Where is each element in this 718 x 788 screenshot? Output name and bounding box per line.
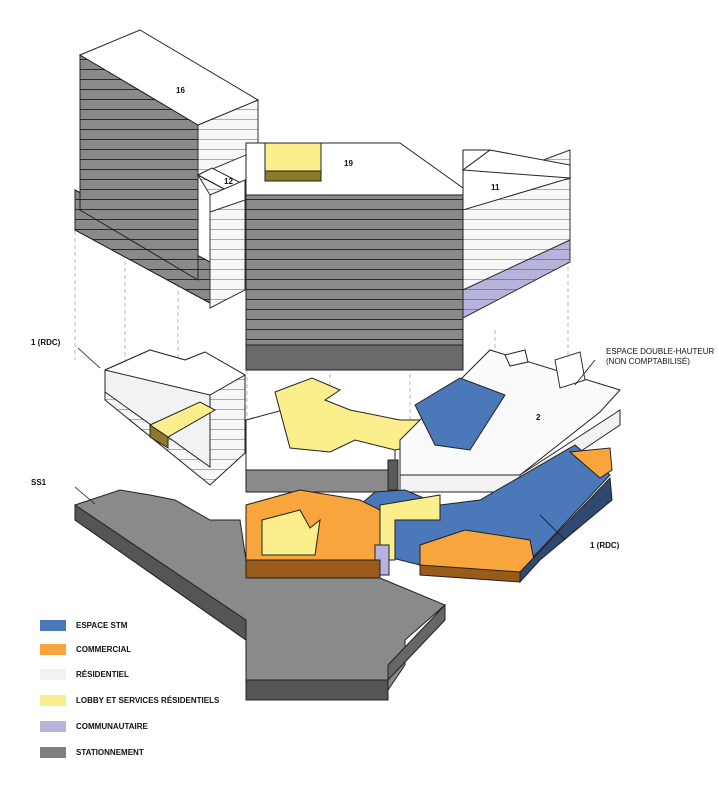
level-rdc-right: [245, 444, 613, 584]
label-tower-11: 11: [491, 183, 500, 192]
tower-11: [461, 149, 572, 319]
legend-label-residential: RÉSIDENTIEL: [76, 669, 129, 679]
legend-label-lobby: LOBBY ET SERVICES RÉSIDENTIELS: [76, 695, 220, 705]
legend-item-residential: RÉSIDENTIEL: [40, 667, 129, 681]
label-level-2: 2: [536, 413, 541, 422]
tower-19: [245, 142, 464, 371]
legend-label-stm: ESPACE STM: [76, 620, 128, 630]
tower-16: [74, 29, 260, 309]
swatch-community: [40, 720, 66, 732]
legend-item-community: COMMUNAUTAIRE: [40, 719, 148, 733]
level-rdc-center: [245, 377, 431, 493]
label-tower-19: 19: [344, 159, 353, 168]
annotation-double-height-1: ESPACE DOUBLE-HAUTEUR: [606, 347, 715, 356]
annotation-double-height-2: (NON COMPTABILISÉ): [606, 357, 690, 366]
leader-lines: [74, 347, 596, 541]
legend-item-parking: STATIONNEMENT: [40, 745, 144, 759]
label-tower-16: 16: [176, 86, 185, 95]
level-ss1: [74, 489, 446, 701]
swatch-residential: [40, 668, 66, 680]
swatch-parking: [40, 746, 66, 758]
swatch-stm: [40, 619, 66, 631]
label-tower-12: 12: [224, 177, 233, 186]
legend-item-stm: ESPACE STM: [40, 618, 127, 632]
level-rdc-left: [104, 349, 247, 486]
swatch-lobby: [40, 694, 66, 706]
annotation-rdc-right: 1 (RDC): [590, 541, 620, 550]
legend-item-lobby: LOBBY ET SERVICES RÉSIDENTIELS: [40, 693, 219, 707]
annotation-rdc-left: 1 (RDC): [31, 338, 61, 347]
legend-label-parking: STATIONNEMENT: [76, 747, 144, 757]
legend-label-community: COMMUNAUTAIRE: [76, 721, 148, 731]
swatch-commercial: [40, 643, 66, 655]
legend-label-commercial: COMMERCIAL: [76, 644, 132, 654]
annotation-ss1: SS1: [31, 478, 47, 487]
legend-item-commercial: COMMERCIAL: [40, 642, 131, 656]
